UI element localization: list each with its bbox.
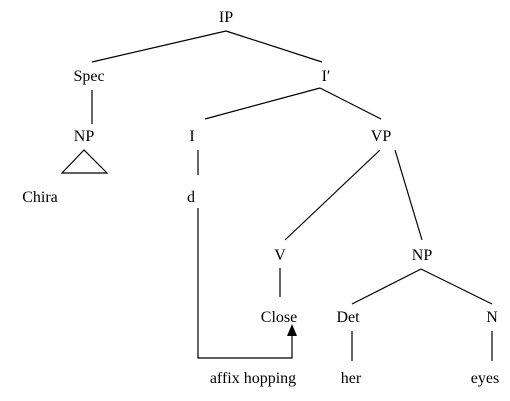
affix-hopping-path bbox=[197, 208, 293, 359]
branch-ip-ibar bbox=[225, 30, 323, 63]
np-triangle bbox=[60, 149, 109, 174]
node-vp: VP bbox=[371, 128, 392, 145]
node-close: Close bbox=[261, 309, 297, 326]
leaf-chira: Chira bbox=[22, 189, 58, 206]
branch-ibar-vp bbox=[319, 87, 382, 120]
node-i: I bbox=[189, 128, 194, 145]
affix-hopping-arrowhead bbox=[287, 324, 297, 336]
node-spec: Spec bbox=[73, 68, 104, 85]
branch-np-det bbox=[351, 268, 422, 305]
node-v: V bbox=[274, 247, 286, 264]
node-n: N bbox=[486, 309, 498, 326]
node-i-bar: I′ bbox=[322, 68, 331, 85]
branch-ibar-i bbox=[204, 87, 321, 120]
branch-np-n bbox=[420, 268, 493, 305]
node-np-object: NP bbox=[412, 247, 433, 264]
node-np-subject: NP bbox=[74, 128, 95, 145]
node-ip: IP bbox=[219, 9, 233, 26]
annotation-affix-hopping: affix hopping bbox=[210, 370, 296, 387]
leaf-her: her bbox=[341, 370, 362, 387]
leaf-d: d bbox=[187, 189, 195, 206]
branch-ip-spec bbox=[91, 30, 227, 63]
branch-vp-np bbox=[394, 149, 423, 241]
leaf-eyes: eyes bbox=[471, 370, 499, 387]
node-det: Det bbox=[336, 309, 360, 326]
branch-vp-v bbox=[284, 149, 381, 241]
